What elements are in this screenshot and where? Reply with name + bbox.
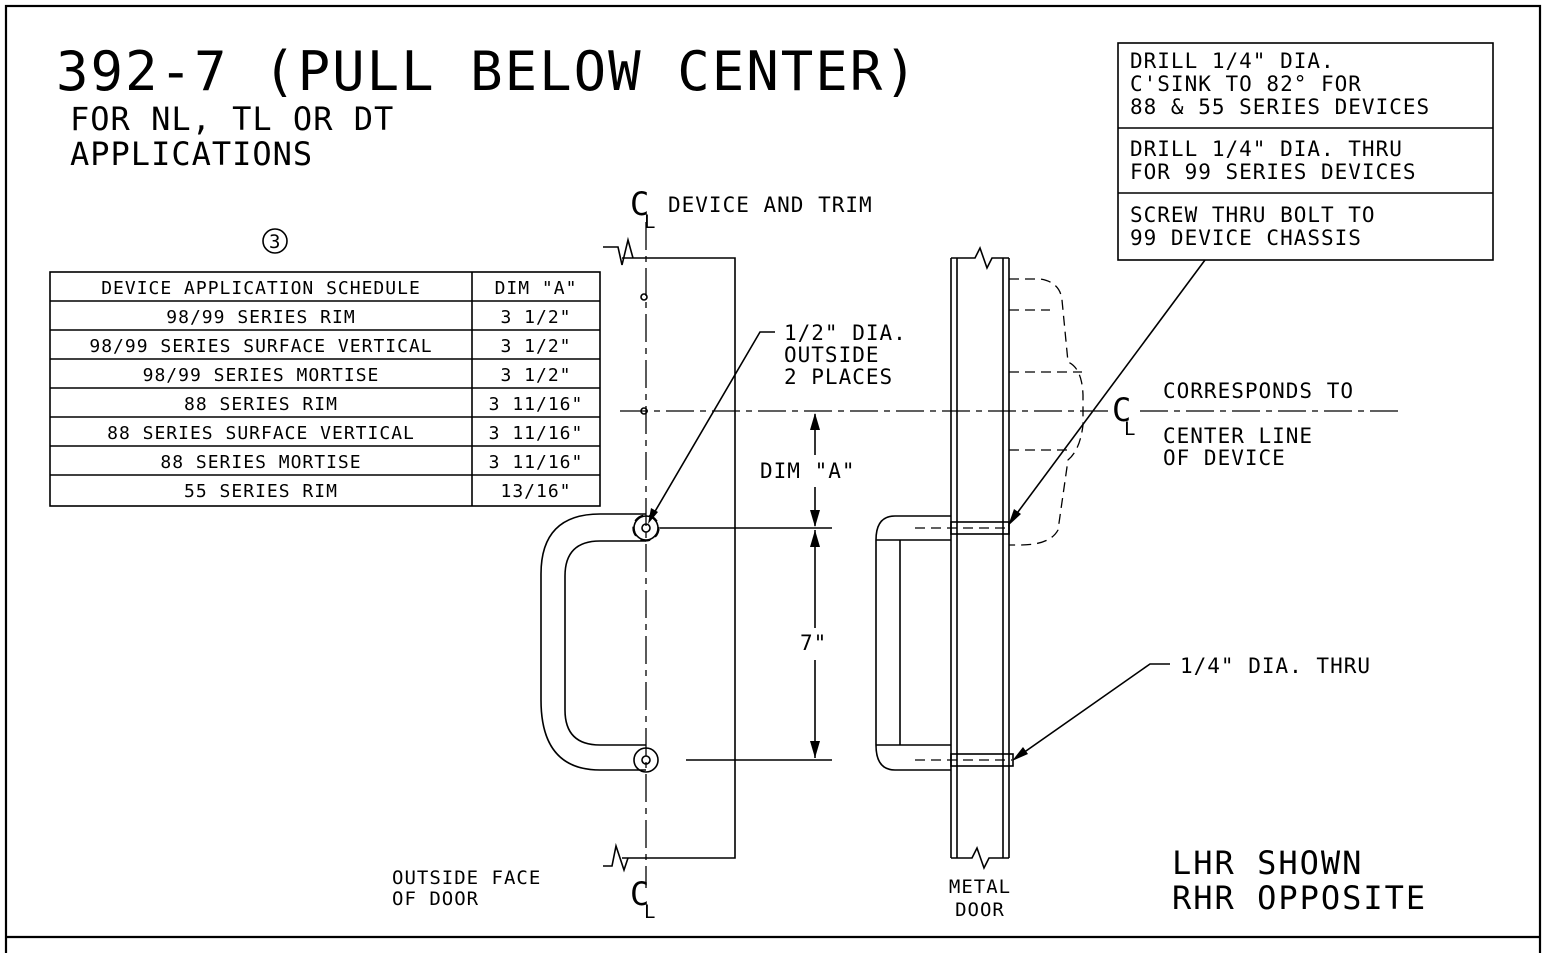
schedule-row-dim: 3 1/2"	[500, 307, 571, 328]
schedule-row-dim: 3 11/16"	[489, 423, 584, 444]
svg-text:C: C	[630, 185, 651, 223]
note-line: C'SINK TO 82° FOR	[1130, 72, 1362, 96]
dim-7-label: 7"	[800, 631, 827, 655]
dim-a-label: DIM "A"	[760, 459, 856, 483]
svg-text:C: C	[630, 875, 651, 913]
center-line-label-2: OF DEVICE	[1163, 446, 1286, 470]
schedule-header-device: DEVICE APPLICATION SCHEDULE	[101, 278, 421, 299]
note-line: DRILL 1/4" DIA. THRU	[1130, 137, 1403, 161]
thru-hole-leader	[1015, 663, 1170, 759]
door-front-view	[540, 222, 1400, 888]
notes-box-leader	[1011, 259, 1206, 521]
schedule-row-device: 98/99 SERIES SURFACE VERTICAL	[89, 336, 432, 357]
hole-note-line-3: 2 PLACES	[784, 365, 893, 389]
hole-leader-line	[649, 331, 775, 521]
metal-door-label-1: METAL	[949, 876, 1011, 898]
schedule-row-device: 98/99 SERIES RIM	[166, 307, 355, 328]
device-profile	[1009, 278, 1084, 546]
subtitle-line-1: FOR NL, TL OR DT	[70, 100, 394, 138]
drill-notes-box: DRILL 1/4" DIA. C'SINK TO 82° FOR 88 & 5…	[1117, 42, 1494, 261]
schedule-header-dim: DIM "A"	[495, 278, 578, 299]
outside-face-label-1: OUTSIDE FACE	[392, 867, 541, 889]
schedule-row-dim: 13/16"	[500, 481, 571, 502]
callout-marker: 3	[262, 228, 288, 254]
rhr-opposite-label: RHR OPPOSITE	[1172, 879, 1427, 917]
schedule-row-device: 98/99 SERIES MORTISE	[143, 365, 380, 386]
thru-hole-label: 1/4" DIA. THRU	[1180, 654, 1371, 678]
device-application-schedule: DEVICE APPLICATION SCHEDULE DIM "A" 98/9…	[49, 271, 601, 507]
note-line: 99 DEVICE CHASSIS	[1130, 226, 1362, 250]
note-line: SCREW THRU BOLT TO	[1130, 203, 1376, 227]
schedule-row-dim: 3 1/2"	[500, 336, 571, 357]
pull-handle-inner	[564, 540, 646, 746]
schedule-row-dim: 3 11/16"	[489, 452, 584, 473]
centerline-symbol-top: C L	[630, 185, 656, 233]
drawing-title: 392-7 (PULL BELOW CENTER)	[56, 40, 919, 103]
svg-text:L: L	[644, 901, 656, 923]
note-line: 88 & 55 SERIES DEVICES	[1130, 95, 1430, 119]
device-and-trim-label: DEVICE AND TRIM	[668, 193, 873, 217]
schedule-row-dim: 3 1/2"	[500, 365, 571, 386]
schedule-row-device: 88 SERIES MORTISE	[160, 452, 361, 473]
note-line: FOR 99 SERIES DEVICES	[1130, 160, 1417, 184]
sheet-border	[4, 4, 1542, 953]
dimension-lines	[660, 413, 832, 761]
centerline-symbol-bottom: C L	[630, 875, 656, 923]
hole-note-line-1: 1/2" DIA.	[784, 321, 907, 345]
side-pull-handle	[875, 515, 951, 771]
door-side-view	[875, 245, 1084, 871]
center-line-label-1: CENTER LINE	[1163, 424, 1313, 448]
svg-text:L: L	[644, 211, 656, 233]
pull-handle-outer	[540, 513, 646, 771]
lhr-shown-label: LHR SHOWN	[1172, 844, 1363, 882]
centerline-symbol-right: C L	[1112, 391, 1136, 440]
callout-number: 3	[269, 231, 281, 253]
outside-face-label-2: OF DOOR	[392, 888, 479, 910]
schedule-row-device: 88 SERIES RIM	[184, 394, 338, 415]
schedule-row-device: 88 SERIES SURFACE VERTICAL	[107, 423, 415, 444]
schedule-row-device: 55 SERIES RIM	[184, 481, 338, 502]
metal-door-label-2: DOOR	[955, 899, 1005, 921]
subtitle-line-2: APPLICATIONS	[70, 135, 313, 173]
corresponds-to-label: CORRESPONDS TO	[1163, 379, 1354, 403]
svg-text:C: C	[1112, 391, 1133, 429]
hole-note-line-2: OUTSIDE	[784, 343, 880, 367]
note-line: DRILL 1/4" DIA.	[1130, 49, 1335, 73]
svg-text:L: L	[1124, 418, 1136, 440]
schedule-row-dim: 3 11/16"	[489, 394, 584, 415]
